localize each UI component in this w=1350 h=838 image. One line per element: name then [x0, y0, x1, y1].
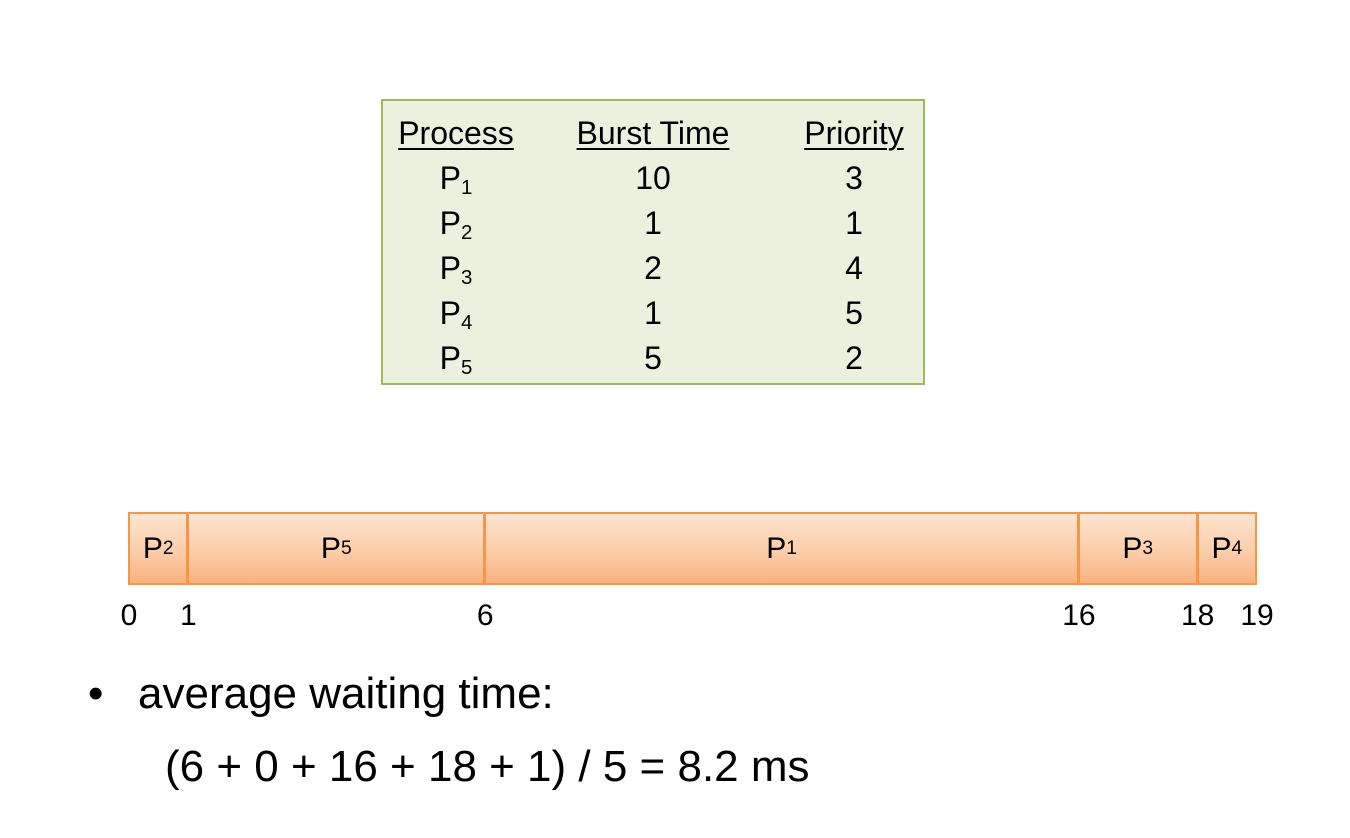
priority-cell: 2	[845, 340, 863, 376]
time-tick-label: 1	[180, 599, 197, 632]
process-name: P3	[439, 250, 473, 290]
burst-time-cell: 5	[644, 340, 662, 376]
process-name: P2	[439, 205, 473, 245]
process-table: Process Burst Time Priority P1 10 3 P2 1…	[381, 99, 925, 385]
process-name: P1	[439, 160, 473, 200]
burst-time-cell: 2	[644, 250, 662, 286]
average-waiting-time-label: average waiting time:	[138, 669, 554, 718]
time-tick-label: 19	[1240, 599, 1274, 632]
bullet-marker: •	[88, 669, 104, 718]
header-priority: Priority	[804, 115, 904, 151]
time-tick-label: 0	[120, 599, 138, 632]
priority-cell: 4	[845, 250, 863, 286]
header-process: Process	[398, 115, 514, 151]
burst-time-cell: 10	[635, 160, 671, 196]
burst-time-cell: 1	[644, 295, 662, 331]
time-tick-label: 18	[1180, 599, 1215, 632]
header-burst-time: Burst Time	[576, 115, 730, 151]
time-tick-label: 6	[476, 599, 494, 632]
burst-time-cell: 1	[644, 205, 662, 241]
average-waiting-time-formula: (6 + 0 + 16 + 18 + 1) / 5 = 8.2 ms	[165, 742, 810, 791]
time-tick-label: 16	[1062, 599, 1096, 632]
process-name: P5	[439, 340, 473, 380]
priority-cell: 1	[845, 205, 863, 241]
process-name: P4	[439, 295, 473, 335]
priority-cell: 5	[845, 295, 863, 331]
priority-cell: 3	[845, 160, 863, 196]
